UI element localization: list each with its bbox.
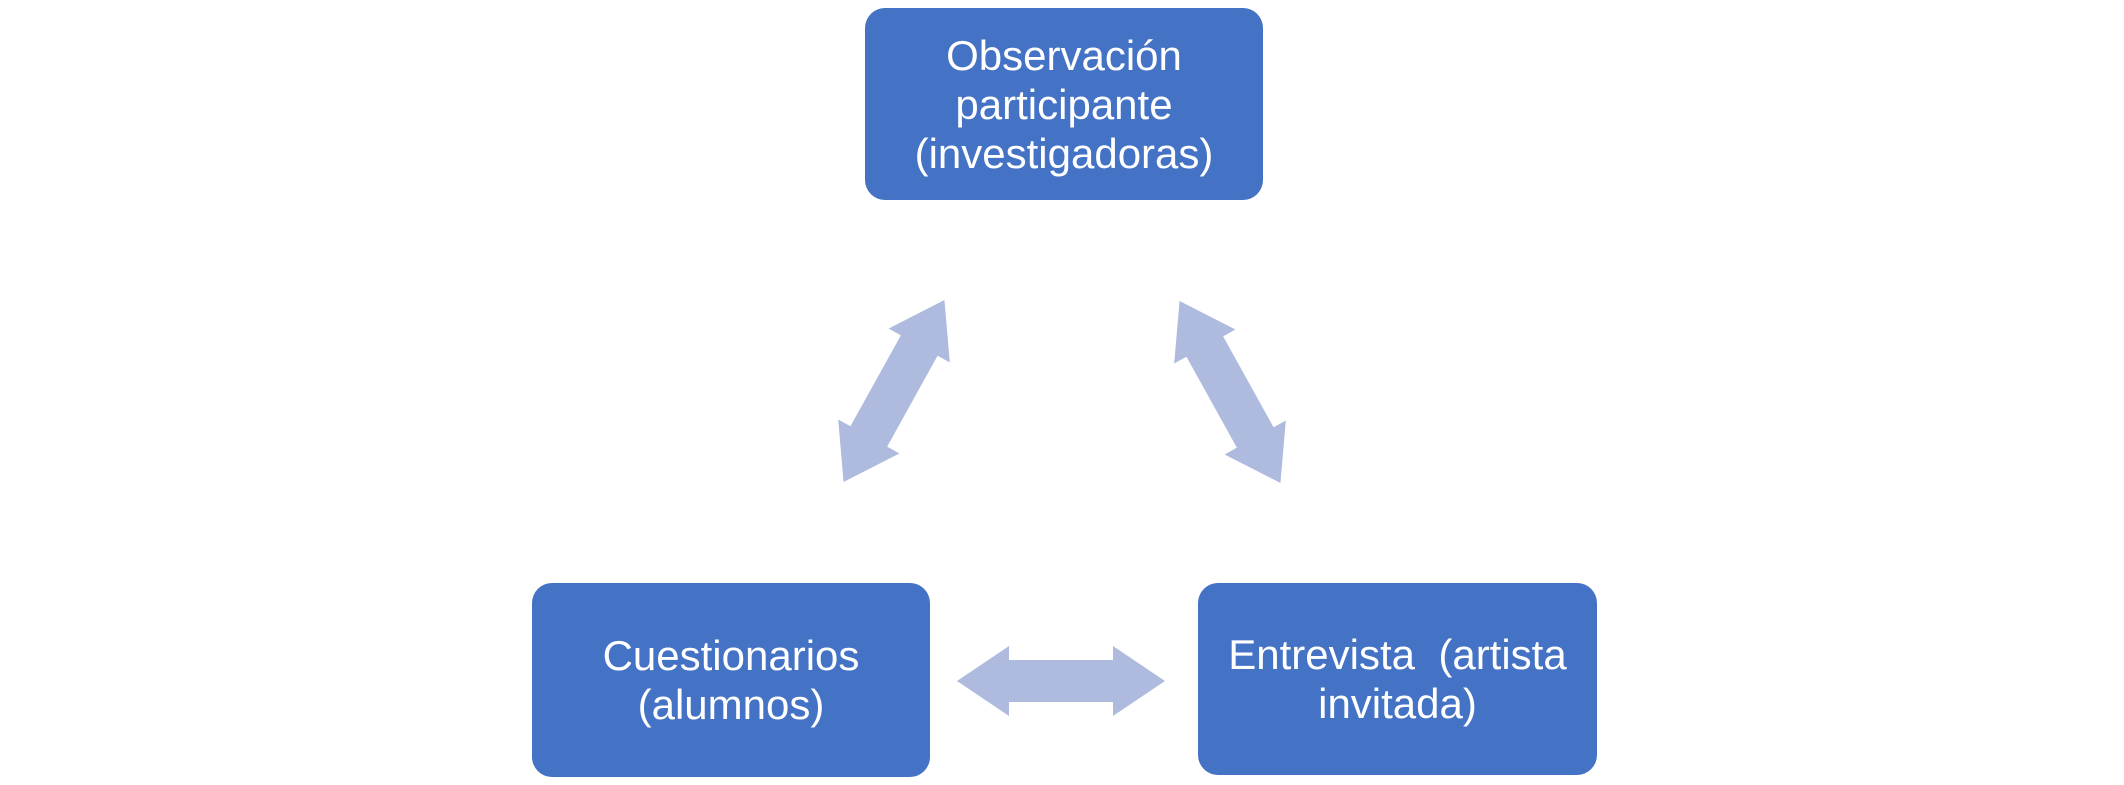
box-label-line: Entrevista (artista xyxy=(1228,631,1567,678)
box-label-line: Cuestionarios xyxy=(602,632,860,679)
box-label-line: (investigadoras) xyxy=(914,129,1214,177)
double-arrow-observacion-cuestionarios-icon xyxy=(813,283,975,499)
box-entrevista: Entrevista (artista invitada) xyxy=(1198,583,1597,775)
double-arrow-cuestionarios-entrevista-icon xyxy=(957,646,1165,716)
box-label-line: Observación xyxy=(946,31,1182,79)
box-label-line: (alumnos) xyxy=(637,681,825,728)
double-arrow-observacion-entrevista-icon xyxy=(1149,284,1311,500)
box-label-line: participante xyxy=(955,80,1173,128)
box-observacion-participante: Observación participante (investigadoras… xyxy=(865,8,1263,200)
box-cuestionarios: Cuestionarios (alumnos) xyxy=(532,583,930,777)
box-label-line: invitada) xyxy=(1318,680,1477,727)
